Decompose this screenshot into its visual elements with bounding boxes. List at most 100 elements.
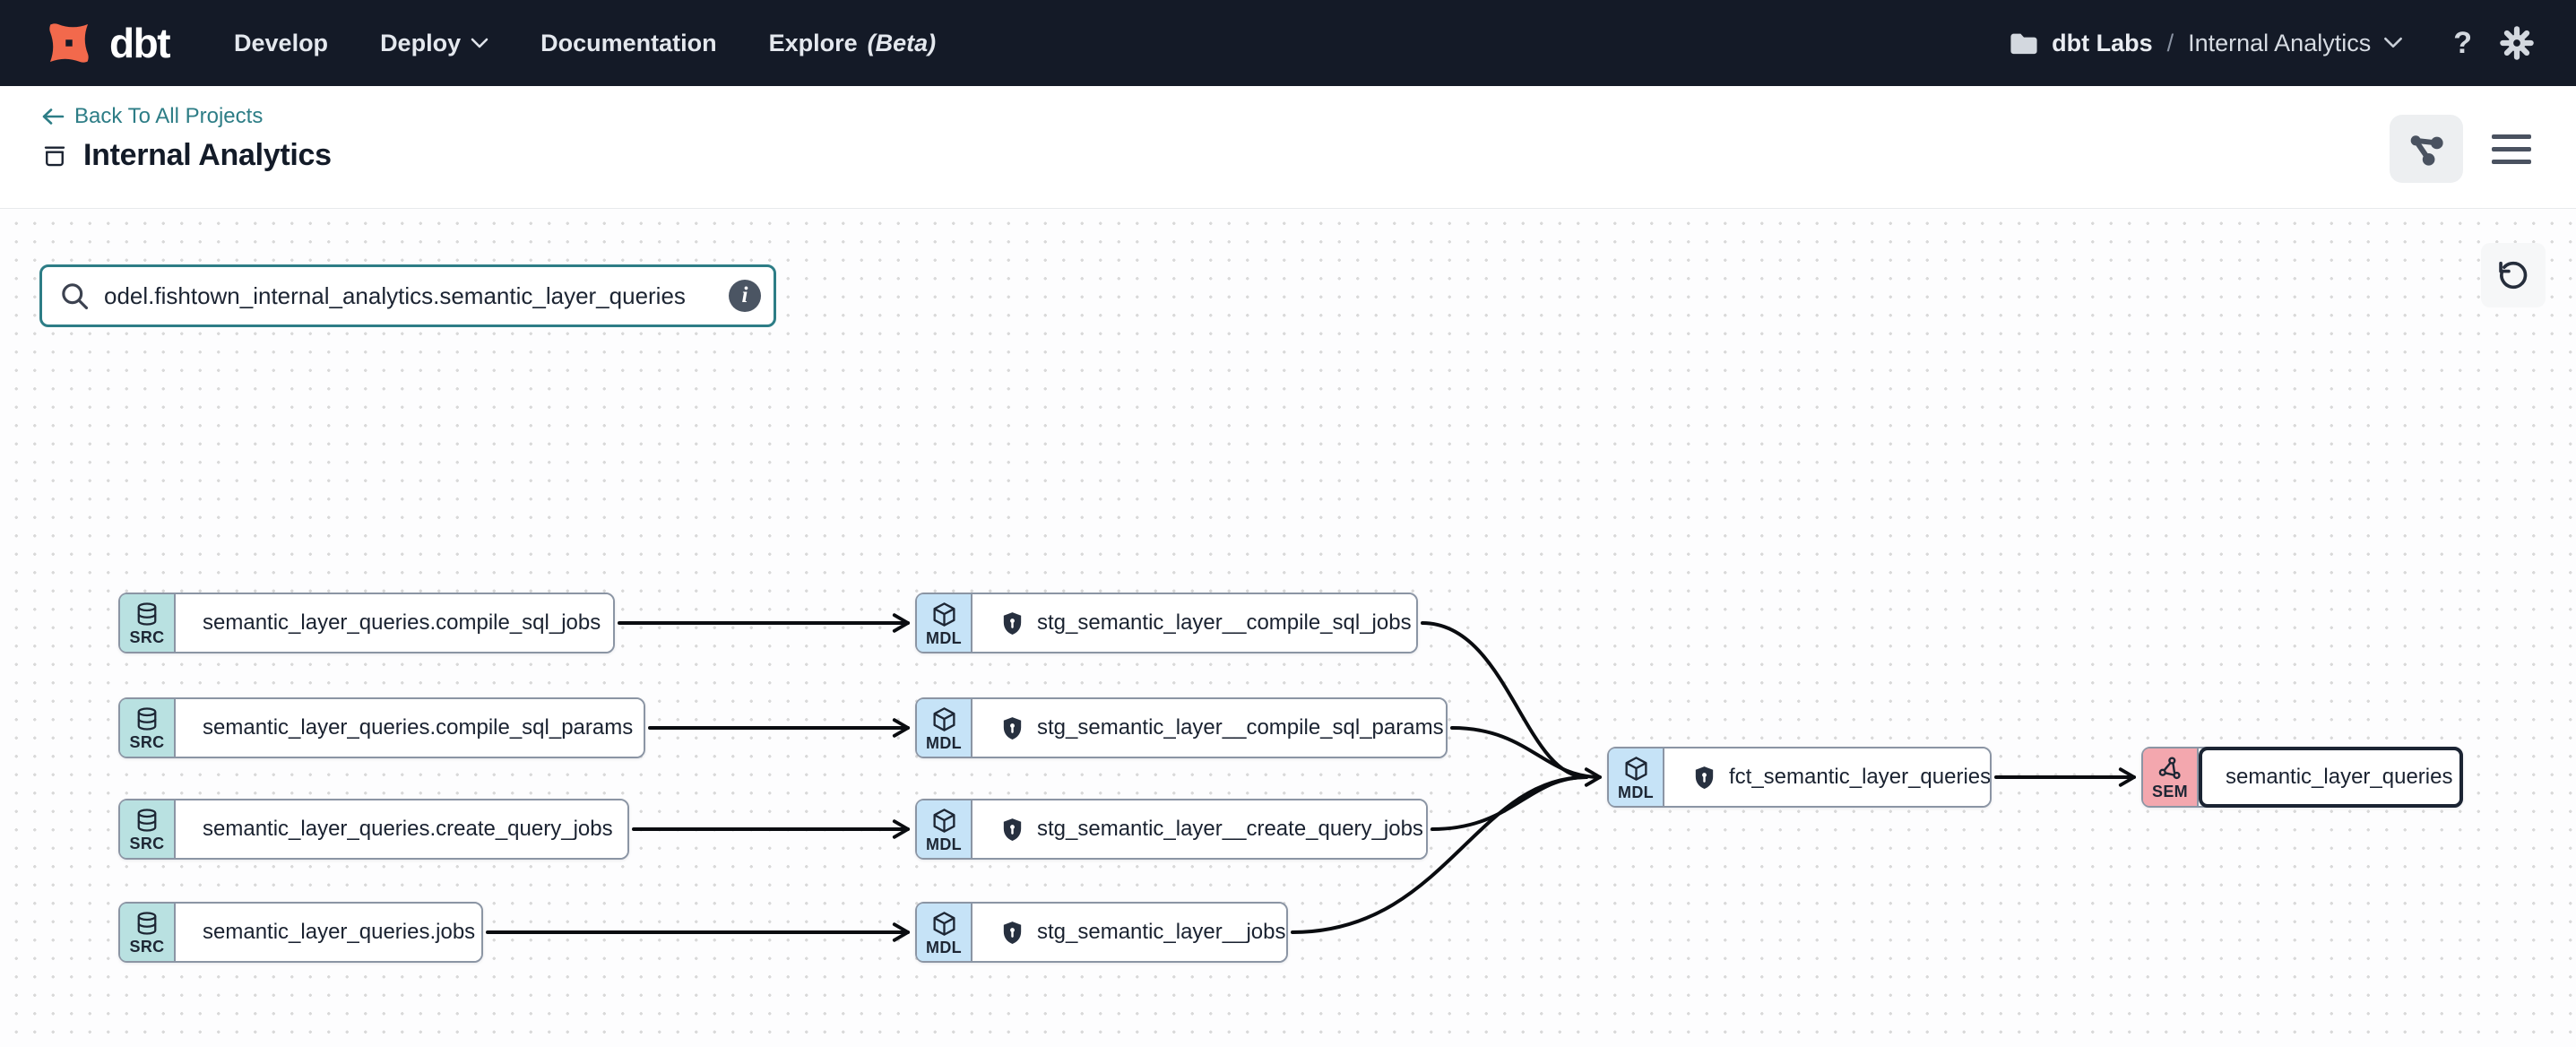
account-project: Internal Analytics [2188, 29, 2372, 56]
cube-icon [930, 910, 958, 938]
node-body: stg_semantic_layer__compile_sql_params [972, 699, 1446, 757]
node-type-badge: SRC [120, 699, 176, 757]
shield-icon [999, 919, 1025, 947]
chevron-down-icon [2383, 37, 2403, 49]
lineage-edge [1431, 775, 1588, 831]
node-type-label: SRC [129, 733, 165, 751]
lineage-view-button[interactable] [2390, 115, 2463, 183]
node-type-badge: MDL [917, 594, 972, 652]
lineage-view-icon [2407, 130, 2445, 168]
graph-node-semantic_layer_queries.compile_sql_params[interactable]: SRC semantic_layer_queries.compile_sql_pa… [118, 697, 645, 758]
node-body: stg_semantic_layer__compile_sql_jobs [972, 594, 1416, 652]
nav-item-explore[interactable]: Explore (Beta) [768, 29, 937, 56]
search-input-value: odel.fishtown_internal_analytics.semanti… [104, 281, 686, 309]
help-icon[interactable]: ? [2453, 25, 2472, 60]
node-type-label: MDL [926, 628, 962, 647]
cube-icon [1622, 755, 1650, 783]
cube-icon [930, 705, 958, 733]
graph-node-stg_semantic_layer__create_query_jobs[interactable]: MDL stg_semantic_layer__create_query_jobs [915, 799, 1428, 860]
node-label: stg_semantic_layer__compile_sql_params [1037, 715, 1444, 740]
database-icon [134, 705, 160, 732]
database-icon [134, 807, 160, 834]
dbt-logo-text: dbt [109, 20, 171, 66]
node-body: semantic_layer_queries.compile_sql_param… [176, 699, 644, 757]
node-body: semantic_layer_queries.jobs [176, 904, 481, 961]
shield-icon [999, 610, 1025, 637]
node-type-badge: MDL [917, 699, 972, 757]
lineage-edge [1450, 726, 1602, 787]
node-body: stg_semantic_layer__jobs [972, 904, 1286, 961]
database-icon [134, 910, 160, 937]
nav-item-documentation[interactable]: Documentation [540, 29, 717, 56]
graph-node-stg_semantic_layer__compile_sql_jobs[interactable]: MDL stg_semantic_layer__compile_sql_jobs [915, 593, 1418, 653]
archive-icon [41, 143, 68, 169]
node-type-label: MDL [926, 733, 962, 752]
node-label: semantic_layer_queries.compile_sql_param… [203, 715, 634, 740]
semantic-layer-icon [2157, 756, 2183, 782]
graph-node-semantic_layer_queries.compile_sql_jobs[interactable]: SRC semantic_layer_queries.compile_sql_jo… [118, 593, 615, 653]
node-label: stg_semantic_layer__jobs [1037, 920, 1286, 944]
node-type-label: SRC [129, 628, 165, 646]
graph-node-stg_semantic_layer__compile_sql_params[interactable]: MDL stg_semantic_layer__compile_sql_param… [915, 697, 1448, 758]
node-type-label: SRC [129, 835, 165, 852]
node-label: semantic_layer_queries.jobs [203, 920, 476, 944]
graph-node-stg_semantic_layer__jobs[interactable]: MDL stg_semantic_layer__jobs [915, 902, 1288, 963]
shield-icon [999, 816, 1025, 844]
page-title-row: Internal Analytics [41, 138, 332, 173]
explore-beta-tag: (Beta) [867, 29, 937, 56]
back-arrow-icon [41, 107, 65, 126]
node-label: stg_semantic_layer__create_query_jobs [1037, 817, 1423, 841]
folder-icon [2009, 30, 2039, 56]
menu-icon[interactable] [2488, 131, 2535, 168]
search-icon [58, 280, 91, 312]
page-title: Internal Analytics [83, 138, 332, 172]
info-icon[interactable]: i [729, 280, 761, 312]
dbt-logo-icon [41, 15, 97, 71]
graph-node-semantic_layer_queries.jobs[interactable]: SRC semantic_layer_queries.jobs [118, 902, 483, 963]
breadcrumb-separator: / [2166, 29, 2174, 56]
graph-node-semantic_layer_queries.create_query_jobs[interactable]: SRC semantic_layer_queries.create_query_j… [118, 799, 629, 860]
node-type-badge: SEM [2143, 748, 2199, 806]
node-label: semantic_layer_queries [2226, 765, 2453, 789]
gear-icon[interactable] [2499, 25, 2535, 61]
node-type-label: SRC [129, 938, 165, 956]
lineage-search-input[interactable]: odel.fishtown_internal_analytics.semanti… [39, 264, 776, 327]
node-body: semantic_layer_queries [2199, 747, 2463, 808]
node-body: stg_semantic_layer__create_query_jobs [972, 800, 1426, 858]
back-to-projects-link[interactable]: Back To All Projects [41, 104, 263, 129]
nav-item-deploy[interactable]: Deploy [380, 30, 488, 57]
node-body: fct_semantic_layer_queries [1664, 748, 1990, 806]
cube-icon [930, 601, 958, 628]
node-type-label: MDL [926, 938, 962, 956]
node-label: stg_semantic_layer__compile_sql_jobs [1037, 610, 1412, 635]
shield-icon [1691, 764, 1717, 792]
page-header: Back To All Projects Internal Analytics [0, 86, 2576, 209]
top-nav-bar: dbt Develop Deploy Documentation Explore… [0, 0, 2576, 86]
database-icon [134, 601, 160, 627]
account-org: dbt Labs [2052, 29, 2153, 56]
graph-node-fct_semantic_layer_queries[interactable]: MDL fct_semantic_layer_queries [1607, 747, 1992, 808]
account-breadcrumb[interactable]: dbt Labs / Internal Analytics [2009, 30, 2403, 57]
lineage-canvas[interactable]: odel.fishtown_internal_analytics.semanti… [0, 209, 2576, 1047]
node-type-badge: MDL [1609, 748, 1664, 806]
cube-icon [930, 807, 958, 835]
node-type-badge: MDL [917, 800, 972, 858]
reset-view-icon [2496, 258, 2530, 292]
graph-node-semantic_layer_queries[interactable]: SEM semantic_layer_queries [2141, 747, 2463, 808]
node-label: fct_semantic_layer_queries [1729, 765, 1990, 789]
top-nav-right: dbt Labs / Internal Analytics ? [2009, 25, 2535, 61]
node-label: semantic_layer_queries.create_query_jobs [203, 817, 613, 841]
node-label: semantic_layer_queries.compile_sql_jobs [203, 610, 601, 635]
shield-icon [999, 714, 1025, 742]
nav-item-develop[interactable]: Develop [234, 29, 329, 56]
node-type-badge: SRC [120, 800, 176, 858]
node-body: semantic_layer_queries.compile_sql_jobs [176, 594, 613, 652]
lineage-edge [1421, 621, 1588, 779]
reset-view-button[interactable] [2481, 243, 2546, 307]
node-type-badge: SRC [120, 904, 176, 961]
node-type-badge: SRC [120, 594, 176, 652]
chevron-down-icon [471, 38, 488, 49]
node-type-badge: MDL [917, 904, 972, 961]
dbt-logo[interactable]: dbt [41, 15, 171, 71]
node-type-label: MDL [926, 835, 962, 853]
